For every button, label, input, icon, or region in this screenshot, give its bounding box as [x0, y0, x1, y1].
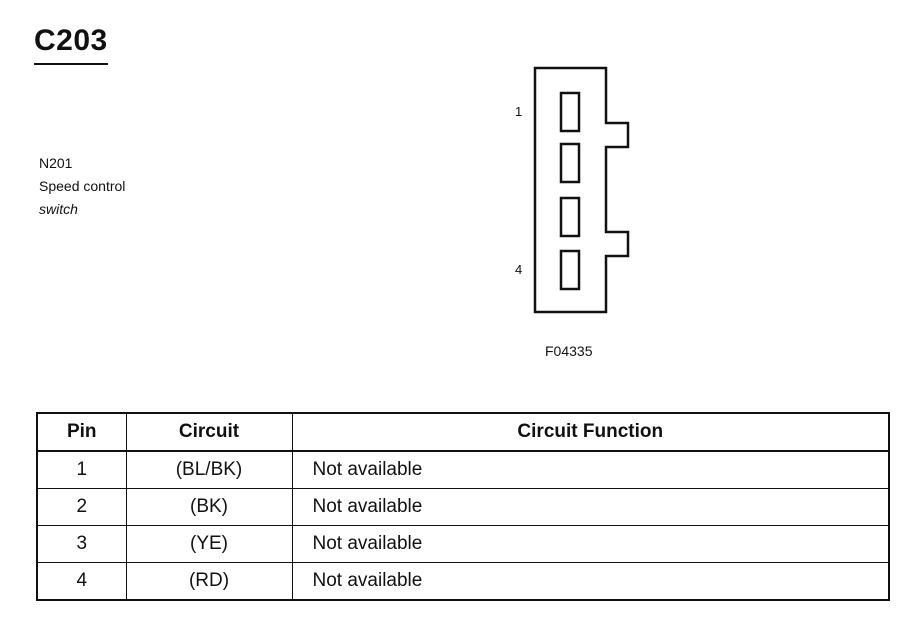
connector-outline	[533, 66, 630, 314]
header-circuit-function: Circuit Function	[291, 412, 890, 452]
pin-label-top: 1	[515, 104, 523, 119]
cell-function: Not available	[291, 562, 890, 601]
header-circuit: Circuit	[125, 412, 293, 452]
table-row: 2 (BK) Not available	[36, 488, 890, 526]
cell-pin: 2	[36, 488, 127, 526]
cell-circuit: (BK)	[125, 488, 293, 526]
cell-circuit: (BL/BK)	[125, 450, 293, 489]
connector-title: C203	[34, 22, 108, 65]
cell-function: Not available	[291, 488, 890, 526]
figure-code: F04335	[545, 343, 593, 359]
pin-cavity-3	[559, 196, 581, 238]
cell-function: Not available	[291, 450, 890, 489]
header-pin: Pin	[36, 412, 127, 452]
cell-pin: 3	[36, 525, 127, 563]
pin-cavity-2	[559, 142, 581, 184]
table-row: 4 (RD) Not available	[36, 562, 890, 601]
component-name-line2: switch	[39, 201, 78, 217]
table-row: 3 (YE) Not available	[36, 525, 890, 563]
table-row: 1 (BL/BK) Not available	[36, 450, 890, 489]
cell-pin: 1	[36, 450, 127, 489]
cell-function: Not available	[291, 525, 890, 563]
component-name-line1: Speed control	[39, 178, 126, 194]
table-header-row: Pin Circuit Circuit Function	[36, 412, 890, 452]
cell-circuit: (YE)	[125, 525, 293, 563]
cell-circuit: (RD)	[125, 562, 293, 601]
component-description: N201 Speed control switch	[39, 152, 125, 221]
pin-label-bottom: 4	[515, 262, 523, 277]
cell-pin: 4	[36, 562, 127, 601]
component-code: N201	[39, 155, 73, 171]
pin-table: Pin Circuit Circuit Function 1 (BL/BK) N…	[36, 412, 890, 601]
pin-cavity-4	[559, 249, 581, 291]
pin-cavity-1	[559, 91, 581, 133]
connector-diagram	[533, 66, 630, 314]
